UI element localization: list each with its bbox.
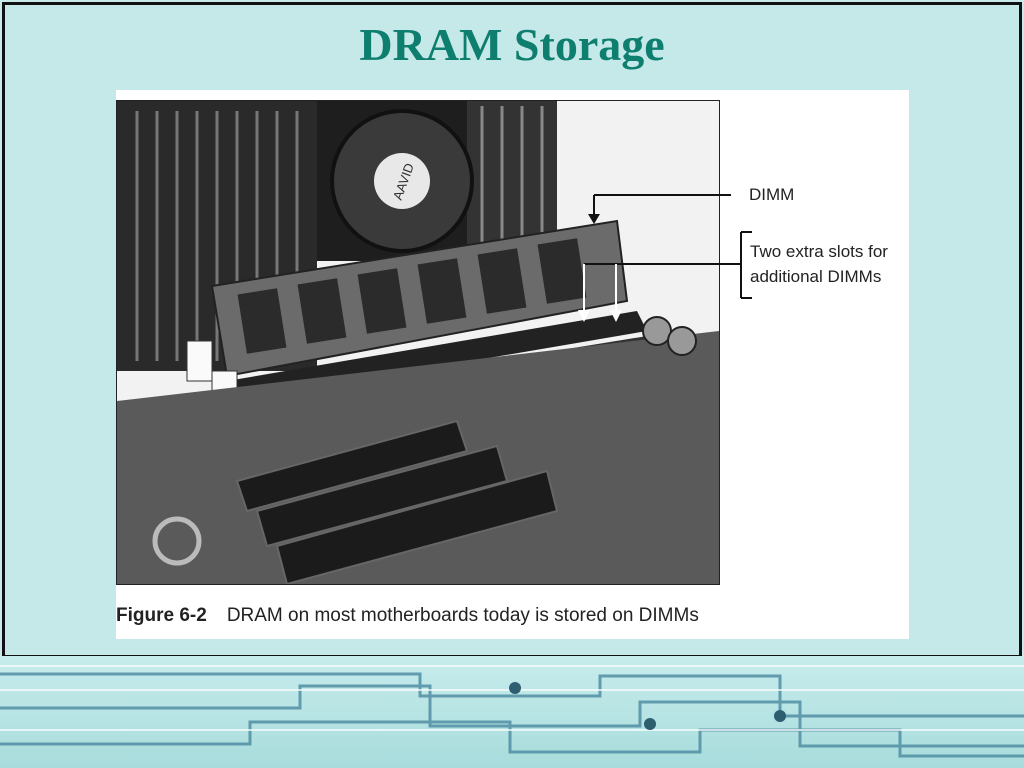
figure-caption: Figure 6-2 DRAM on most motherboards toda…	[116, 605, 699, 627]
motherboard-photo: AAVID	[116, 100, 720, 585]
extra-slots-callout-line1: Two extra slots for	[750, 242, 888, 261]
slide-title: DRAM Storage	[359, 19, 665, 70]
dimm-callout: DIMM	[749, 185, 795, 204]
extra-slots-callout-line2: additional DIMMs	[750, 267, 882, 286]
figure-number: Figure 6-2	[116, 605, 207, 626]
callout-lines	[578, 194, 752, 322]
figure-caption-text: DRAM on most motherboards today is store…	[226, 605, 699, 626]
decorative-circuit-footer	[0, 656, 1024, 768]
figure: AAVID	[116, 90, 909, 639]
